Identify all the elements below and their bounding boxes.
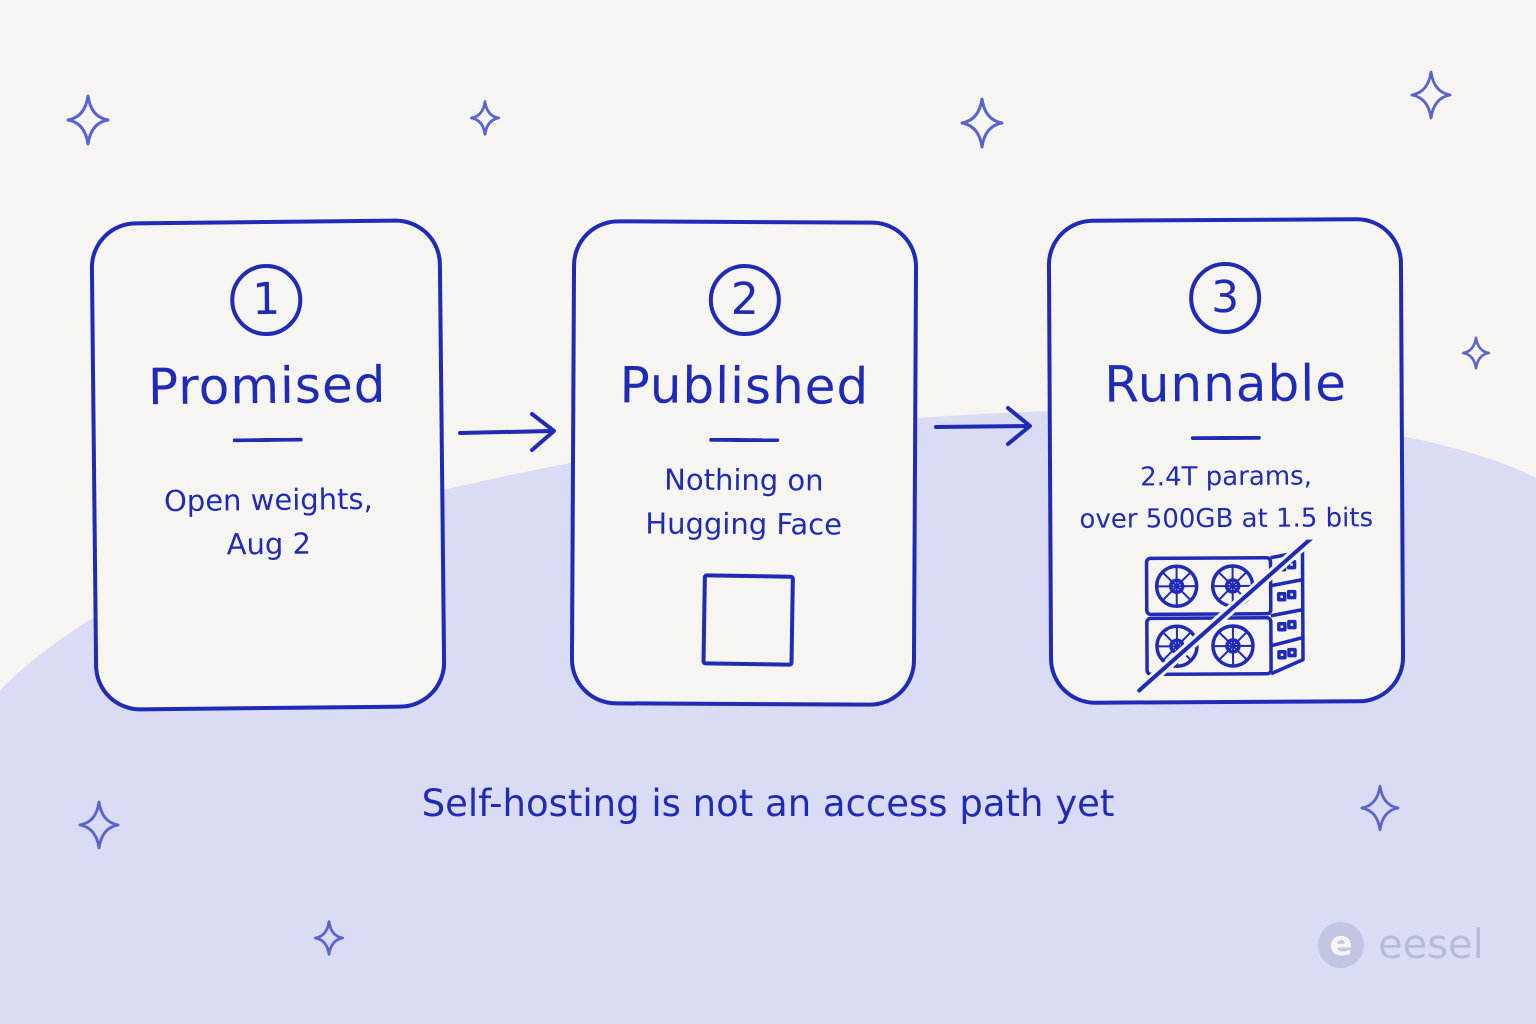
caption: Self-hosting is not an access path yet xyxy=(421,782,1115,825)
gpu-server-crossed-out-icon xyxy=(1134,539,1320,696)
step-title: Published xyxy=(619,356,870,416)
step-number: 3 xyxy=(1188,261,1262,335)
description-line: Nothing on xyxy=(664,462,824,498)
step-card-promised: 1 Promised Open weights, Aug 2 xyxy=(89,218,447,712)
description-line: over 500GB at 1.5 bits xyxy=(1079,503,1374,535)
description-line: Open weights, xyxy=(163,481,373,519)
right-arrow-icon xyxy=(458,412,556,452)
sparkle-icon xyxy=(1360,784,1400,832)
description-line: Hugging Face xyxy=(645,506,843,542)
description-line: 2.4T params, xyxy=(1140,461,1313,493)
brand-mark: e xyxy=(1318,922,1364,968)
description-line: Aug 2 xyxy=(226,526,312,562)
step-description: Nothing on Hugging Face xyxy=(585,457,903,547)
brand-name: eesel xyxy=(1378,922,1484,968)
step-description: 2.4T params, over 500GB at 1.5 bits xyxy=(1062,455,1390,541)
sparkle-icon xyxy=(314,920,344,956)
step-number: 2 xyxy=(708,263,782,337)
step-card-runnable: 3 Runnable 2.4T params, over 500GB at 1.… xyxy=(1046,217,1406,705)
sparkle-icon xyxy=(470,100,500,136)
title-underline xyxy=(1190,435,1261,441)
step-title: Promised xyxy=(147,355,387,417)
step-title: Runnable xyxy=(1104,354,1348,414)
sparkle-icon xyxy=(78,800,120,850)
sparkle-icon xyxy=(960,97,1004,149)
right-arrow-icon xyxy=(934,406,1032,446)
step-description: Open weights, Aug 2 xyxy=(106,476,431,567)
empty-box-icon xyxy=(701,573,795,667)
sparkle-icon xyxy=(1462,336,1490,370)
title-underline xyxy=(709,437,780,443)
sparkle-icon xyxy=(66,94,110,146)
sparkle-icon xyxy=(1410,70,1452,120)
step-card-published: 2 Published Nothing on Hugging Face xyxy=(569,219,919,707)
step-number: 1 xyxy=(229,263,303,337)
title-underline xyxy=(232,437,303,443)
